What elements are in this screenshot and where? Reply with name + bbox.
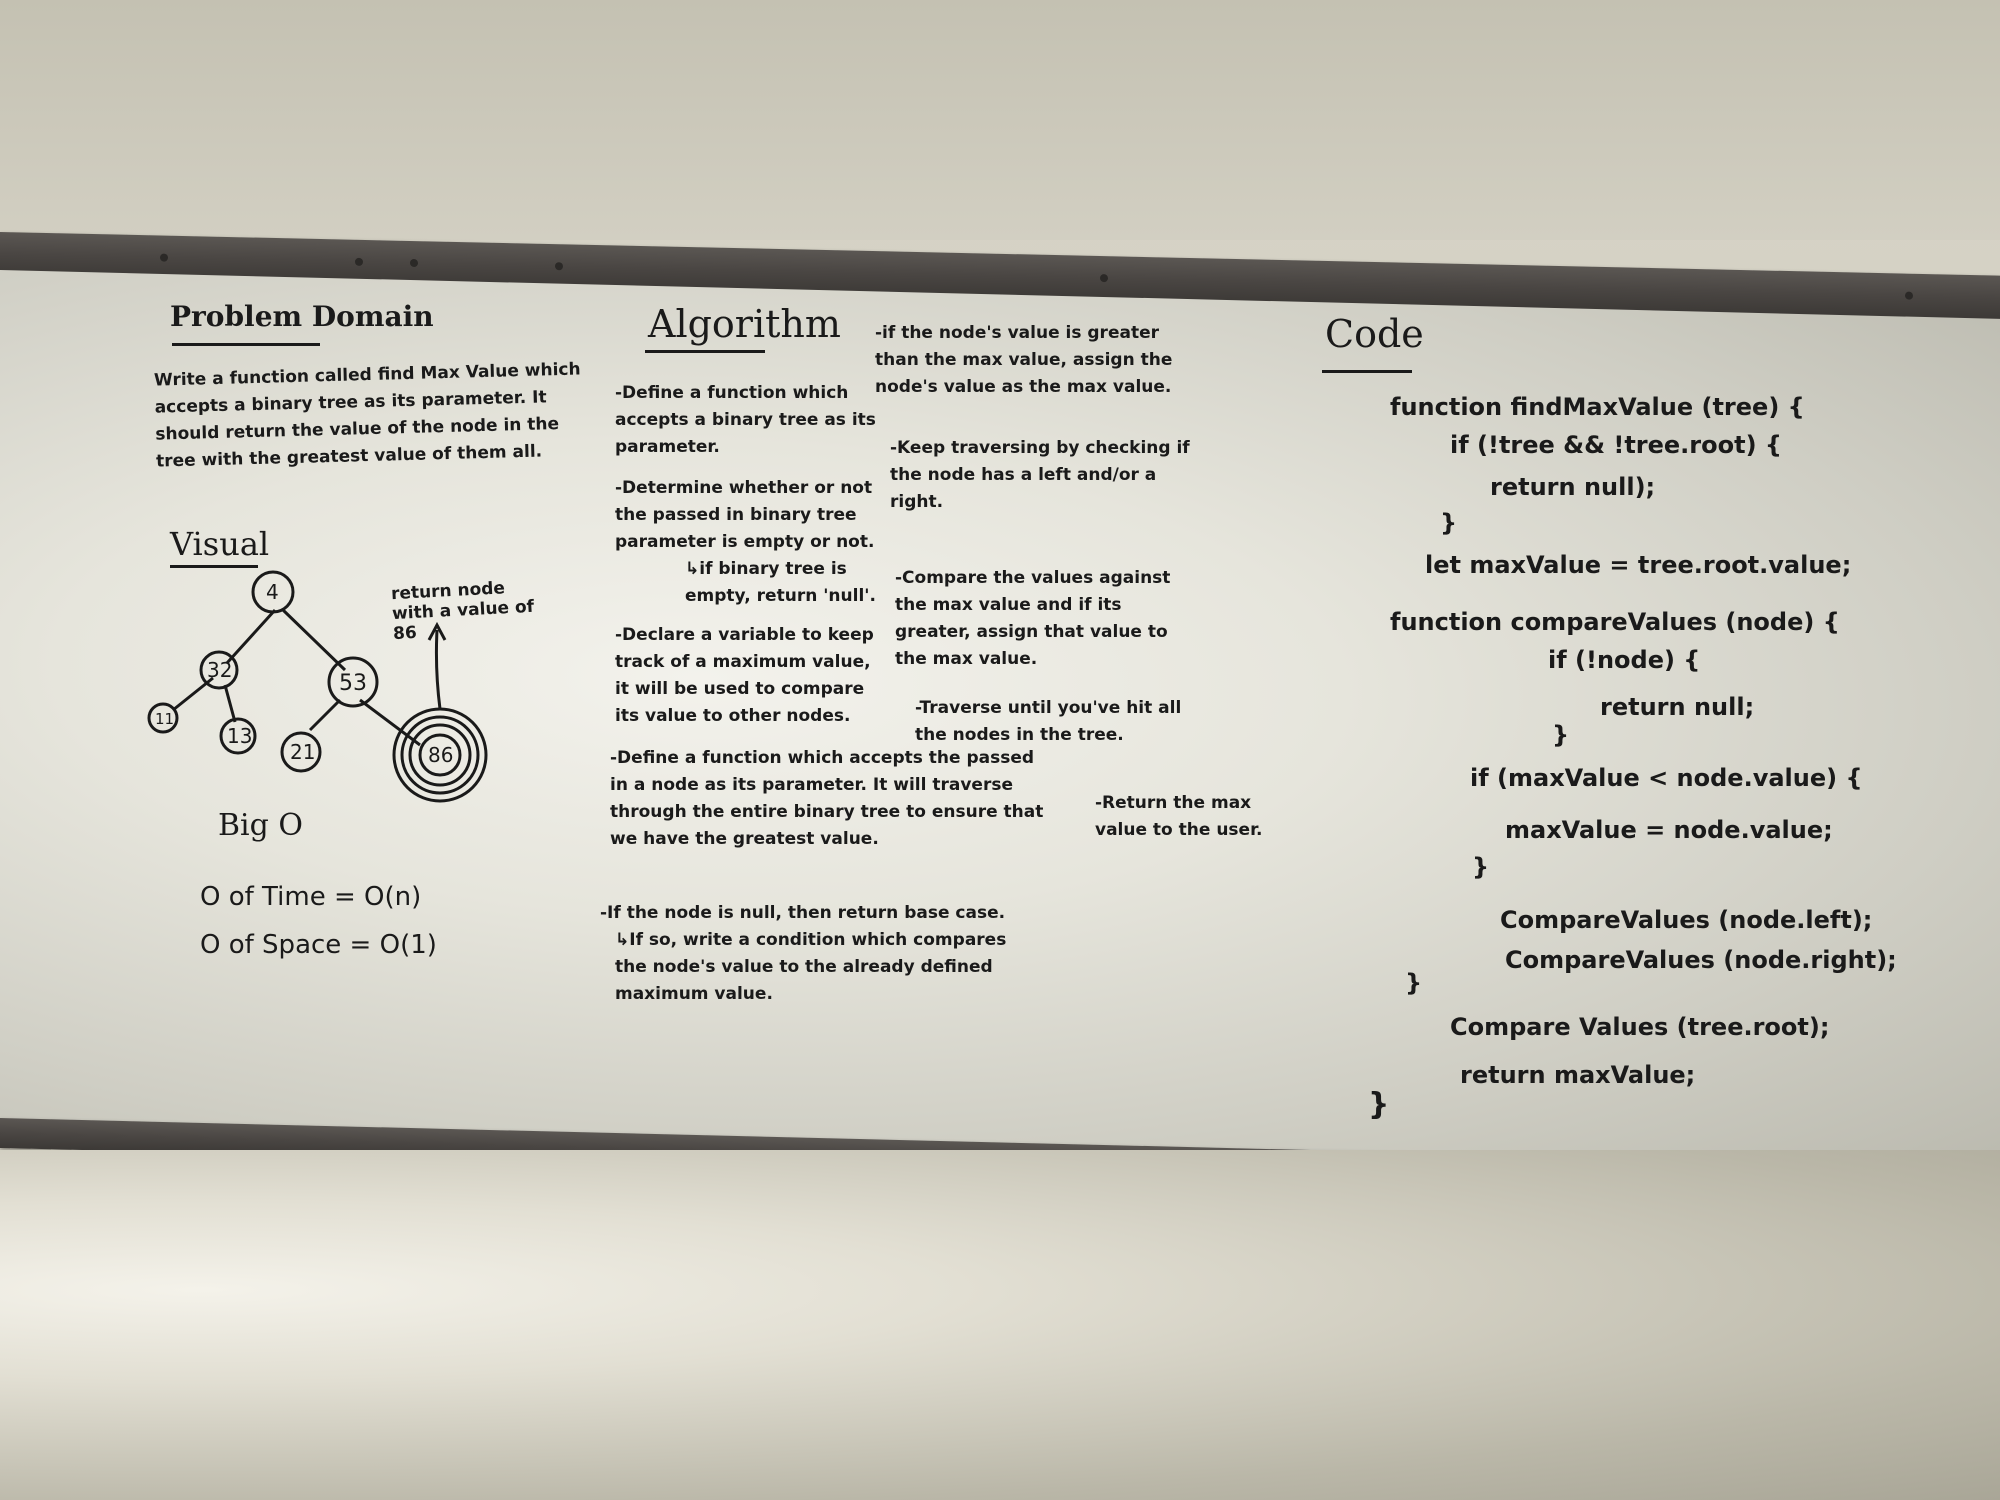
wall-below-board [0, 1150, 2000, 1500]
tree-node [251, 570, 295, 614]
code-line: } [1405, 969, 1423, 997]
algorithm-step: -Keep traversing by checking if the node… [890, 438, 1190, 512]
code-line: return maxValue; [1460, 1061, 1696, 1089]
algorithm-step: -Determine whether or not the passed in … [615, 478, 875, 552]
code-line: if (maxValue < node.value) { [1470, 764, 1863, 792]
rivet [1905, 291, 1913, 300]
rivet [1100, 274, 1108, 283]
code-line: return null); [1490, 473, 1656, 501]
big-o-time: O of Time = O(n) [200, 882, 422, 912]
tree-node-label: 4 [266, 580, 279, 604]
algorithm-step: -if the node's value is greater than the… [875, 323, 1173, 397]
tree-node-label: 32 [207, 658, 232, 682]
code-line: } [1472, 853, 1490, 881]
code-line: } [1368, 1087, 1390, 1122]
heading-underline [170, 565, 258, 568]
rivet [555, 262, 563, 271]
code-line: maxValue = node.value; [1505, 816, 1833, 844]
algorithm-step: -Define a function which accepts a binar… [615, 383, 876, 457]
algorithm-steps-left: -Define a function which accepts a binar… [615, 380, 890, 742]
tree-node-label: 21 [290, 740, 315, 764]
heading-underline [172, 343, 320, 346]
tree-node-label: 53 [339, 671, 367, 696]
heading-underline [645, 350, 765, 353]
tree-node [327, 656, 379, 708]
code-line: return null; [1600, 693, 1755, 721]
tree-node [418, 733, 462, 777]
algorithm-step: -Define a function which accepts the pas… [610, 748, 1044, 849]
code-line: CompareValues (node.left); [1500, 906, 1873, 934]
rivet [355, 257, 363, 266]
problem-domain-heading: Problem Domain [170, 300, 434, 333]
tree-node [199, 650, 239, 690]
algorithm-step: -Return the max value to the user. [1095, 793, 1263, 840]
code-line: Compare Values (tree.root); [1450, 1013, 1830, 1041]
algorithm-step: -If the node is null, then return base c… [600, 903, 1006, 923]
tree-node-label: 13 [227, 724, 252, 748]
code-line: if (!node) { [1548, 646, 1701, 674]
tree-node [280, 731, 322, 773]
algorithm-heading: Algorithm [648, 302, 841, 346]
algorithm-step: -Traverse until you've hit all the nodes… [915, 698, 1182, 745]
code-line: function compareValues (node) { [1390, 608, 1840, 636]
rivet [160, 253, 168, 262]
tree-node [219, 717, 257, 755]
code-line: function findMaxValue (tree) { [1390, 393, 1805, 421]
tree-node-label: 11 [155, 710, 174, 728]
problem-domain-text: Write a function called find Max Value w… [153, 359, 581, 472]
code-line: let maxValue = tree.root.value; [1425, 551, 1852, 579]
code-line: } [1440, 509, 1458, 537]
code-heading: Code [1325, 312, 1424, 356]
wall-above-board [0, 0, 2000, 240]
code-line: CompareValues (node.right); [1505, 946, 1897, 974]
algorithm-step: ↳If so, write a condition which compares… [615, 930, 1007, 1004]
visual-heading: Visual [170, 525, 270, 563]
big-o-space: O of Space = O(1) [200, 930, 437, 960]
big-o-heading: Big O [218, 808, 303, 843]
code-line: if (!tree && !tree.root) { [1450, 431, 1782, 459]
tree-node [147, 702, 179, 734]
tree-annotation: return node with a value of 86 [390, 578, 535, 645]
rivet [410, 258, 418, 268]
algorithm-step: -Declare a variable to keep track of a m… [615, 625, 874, 726]
code-line: } [1552, 721, 1570, 749]
heading-underline [1322, 370, 1412, 373]
binary-tree-diagram: 4 32 53 11 13 21 86 [147, 570, 488, 803]
tree-node-label: 86 [428, 743, 453, 767]
algorithm-step: ↳if binary tree is empty, return 'null'. [685, 559, 876, 606]
algorithm-step: -Compare the values against the max valu… [895, 568, 1171, 669]
